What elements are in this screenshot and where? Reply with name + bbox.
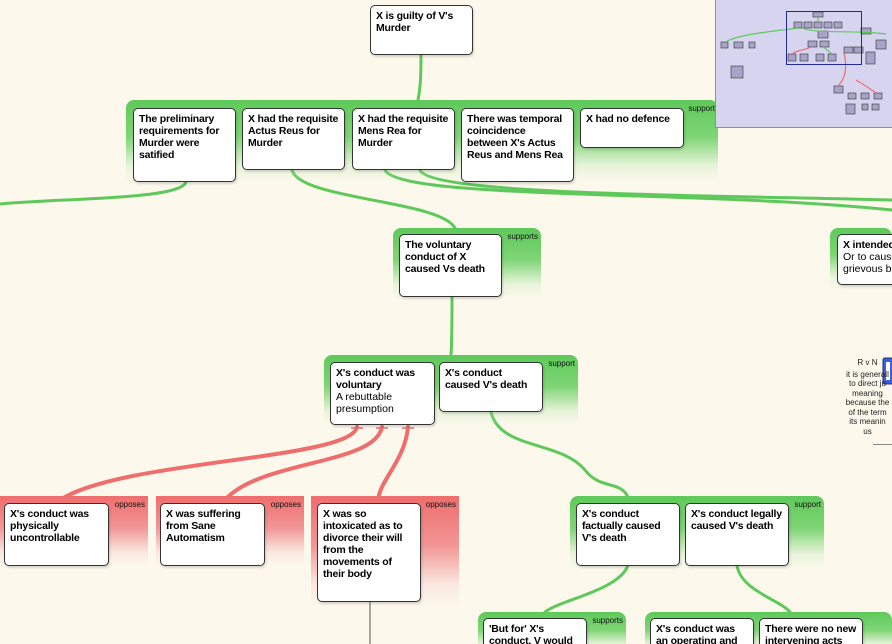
- node-title: X had the requisite Mens Rea for Murder: [358, 113, 449, 149]
- node-title: The voluntary conduct of X caused Vs dea…: [405, 239, 485, 275]
- node-subtext: A rebuttable presumption: [336, 391, 394, 415]
- claim-node-conduct-voluntary[interactable]: X's conduct was voluntary A rebuttable p…: [330, 362, 435, 425]
- link-prelim-out: [0, 180, 188, 206]
- claim-node-automatism[interactable]: X was suffering from Sane Automatism: [160, 503, 265, 566]
- group-label: opposes: [114, 500, 145, 509]
- claim-node-mens[interactable]: X had the requisite Mens Rea for Murder: [352, 108, 455, 170]
- case-line: it is generall: [846, 369, 889, 379]
- case-line: meaning: [852, 388, 883, 398]
- minimap[interactable]: [715, 0, 892, 128]
- case-line: because the: [845, 398, 890, 407]
- case-note: R v N it is generall to direct ju meanin…: [843, 358, 892, 488]
- group-label: supports: [507, 232, 538, 241]
- node-title: X was suffering from Sane Automatism: [166, 508, 241, 544]
- claim-node-nonew[interactable]: There were no new intervening acts: [759, 618, 863, 644]
- minimap-viewport[interactable]: [786, 11, 862, 65]
- link-legally-down: [735, 563, 792, 614]
- link-caused-to-factual: [489, 410, 630, 499]
- node-title: 'But for' X's conduct, V would: [489, 623, 573, 644]
- claim-node-legally[interactable]: X's conduct legally caused V's death: [685, 503, 789, 566]
- group-label: opposes: [425, 500, 456, 509]
- group-label: support: [794, 500, 821, 509]
- link-oppose-automatism: [223, 425, 384, 502]
- claim-node-butfor[interactable]: 'But for' X's conduct, V would: [483, 618, 587, 644]
- claim-node-actus[interactable]: X had the requisite Actus Reus for Murde…: [242, 108, 345, 170]
- minimap-thumbnail: [720, 11, 887, 115]
- node-title: X is guilty of V's Murder: [376, 10, 454, 34]
- claim-node-voluntary-conduct[interactable]: The voluntary conduct of X caused Vs dea…: [399, 234, 502, 297]
- group-label: support: [688, 104, 715, 113]
- node-title: X's conduct was voluntary: [336, 367, 415, 391]
- link-root-to-premises: [416, 53, 423, 102]
- link-oppose-uncontrollable: [58, 425, 359, 502]
- case-title: R v N: [857, 358, 878, 367]
- claim-node-intoxicated[interactable]: X was so intoxicated as to divorce their…: [317, 503, 421, 602]
- claim-node-operating[interactable]: X's conduct was an operating and: [650, 618, 754, 644]
- node-title: There was temporal coincidence between X…: [467, 113, 563, 161]
- node-title: There were no new intervening acts: [765, 623, 857, 644]
- claim-node-prelim[interactable]: The preliminary requirements for Murder …: [133, 108, 236, 182]
- link-oppose-intoxicated: [376, 425, 410, 502]
- node-title: X had no defence: [586, 113, 670, 125]
- case-line: of the term: [848, 407, 887, 417]
- node-title: The preliminary requirements for Murder …: [139, 113, 220, 161]
- group-label: opposes: [270, 500, 301, 509]
- node-title: X's conduct factually caused V's death: [582, 508, 661, 544]
- claim-node-uncontrollable[interactable]: X's conduct was physically uncontrollabl…: [4, 503, 109, 566]
- node-title: X's conduct was an operating and: [656, 623, 738, 644]
- claim-node-conduct-caused[interactable]: X's conduct caused V's death: [439, 362, 543, 412]
- claim-node-factually[interactable]: X's conduct factually caused V's death: [576, 503, 680, 566]
- case-line: us: [863, 426, 872, 436]
- claim-node-intended[interactable]: X intended Or to cause grievous b: [837, 234, 892, 285]
- case-line: its meanin: [849, 417, 886, 426]
- link-factual-down: [543, 563, 630, 614]
- link-voluntary-to-conduct: [449, 295, 454, 357]
- case-line: to direct ju: [849, 379, 886, 388]
- case-divider: [873, 444, 892, 445]
- node-title: X's conduct caused V's death: [445, 367, 528, 391]
- case-document-icon[interactable]: [882, 357, 892, 385]
- node-title: X's conduct legally caused V's death: [691, 508, 782, 532]
- claim-node-temporal[interactable]: There was temporal coincidence between X…: [461, 108, 574, 182]
- group-label: supports: [592, 616, 623, 625]
- node-title: X had the requisite Actus Reus for Murde…: [248, 113, 339, 149]
- node-title: X's conduct was physically uncontrollabl…: [10, 508, 89, 544]
- claim-node-root[interactable]: X is guilty of V's Murder: [370, 5, 473, 55]
- group-label: support: [548, 359, 575, 368]
- node-subtext: Or to cause grievous b: [843, 251, 892, 275]
- node-title: X was so intoxicated as to divorce their…: [323, 508, 403, 580]
- node-title: X intended: [843, 239, 892, 251]
- claim-node-nodefence[interactable]: X had no defence: [580, 108, 684, 148]
